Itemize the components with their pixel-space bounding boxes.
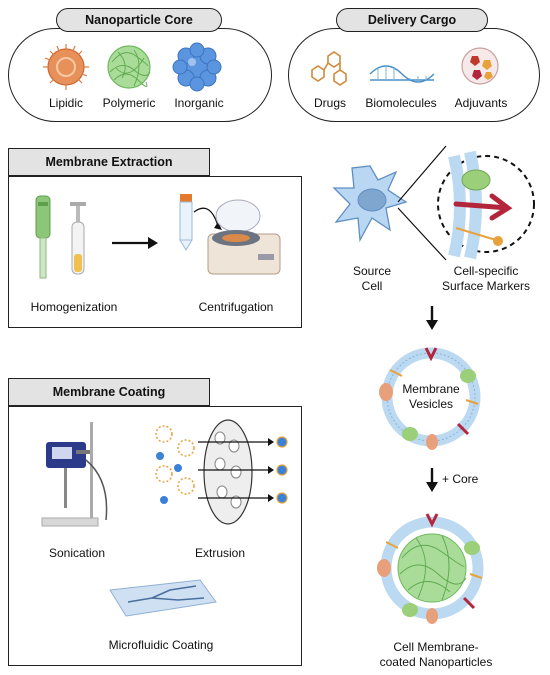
polymeric-label: Polymeric [102, 96, 156, 110]
final-product-line-1: Cell Membrane- [393, 640, 479, 654]
inorganic-core-icon [172, 42, 222, 92]
zoom-lines [397, 145, 447, 261]
delivery-cargo-title: Delivery Cargo [336, 8, 488, 32]
surface-markers-line-1: Cell-specific [453, 264, 519, 278]
membrane-vesicles-line-2: Vesicles [408, 397, 454, 411]
lipidic-core-icon [43, 44, 89, 90]
inorganic-label: Inorganic [174, 96, 224, 110]
homogenization-label: Homogenization [30, 300, 118, 314]
adjuvants-icon [461, 47, 499, 85]
sonication-label: Sonication [48, 546, 106, 560]
adjuvants-label: Adjuvants [454, 96, 508, 110]
source-cell-label: Source Cell [340, 264, 404, 294]
microfluidic-chip-icon [109, 579, 217, 617]
final-product-label: Cell Membrane- coated Nanoparticles [366, 640, 506, 670]
extrusion-label: Extrusion [194, 546, 246, 560]
source-cell-icon [332, 165, 408, 243]
add-core-label: + Core [442, 472, 479, 486]
drugs-icon [311, 51, 347, 86]
polymeric-core-icon [107, 45, 151, 89]
biomolecules-label: Biomolecules [365, 96, 437, 110]
source-cell-line-2: Cell [361, 279, 383, 293]
biomolecules-icon [369, 65, 435, 83]
source-cell-line-1: Source [352, 264, 392, 278]
surface-markers-line-2: Surface Markers [441, 279, 531, 293]
membrane-extraction-title: Membrane Extraction [8, 148, 210, 176]
drugs-label: Drugs [313, 96, 346, 110]
microfluidic-coating-label: Microfluidic Coating [108, 638, 214, 652]
centrifuge-icon [179, 194, 281, 275]
membrane-vesicles-label: Membrane Vesicles [396, 382, 466, 412]
arrow-down-icon [426, 306, 438, 330]
arrow-right-icon [112, 237, 158, 249]
arrow-down-icon [426, 468, 438, 492]
homogenizer-icon [35, 195, 86, 279]
extrusion-icon [155, 419, 288, 525]
membrane-coating-title: Membrane Coating [8, 378, 210, 406]
final-product-line-2: coated Nanoparticles [379, 655, 493, 669]
surface-markers-zoom-icon [437, 150, 535, 260]
membrane-vesicles-line-1: Membrane [402, 382, 460, 396]
surface-markers-label: Cell-specific Surface Markers [430, 264, 542, 294]
nanoparticle-core-title: Nanoparticle Core [56, 8, 222, 32]
lipidic-label: Lipidic [48, 96, 84, 110]
centrifugation-label: Centrifugation [198, 300, 274, 314]
membrane-vesicle-icon [379, 347, 481, 450]
sonicator-icon [41, 422, 108, 527]
coated-nanoparticle-icon [377, 513, 484, 624]
